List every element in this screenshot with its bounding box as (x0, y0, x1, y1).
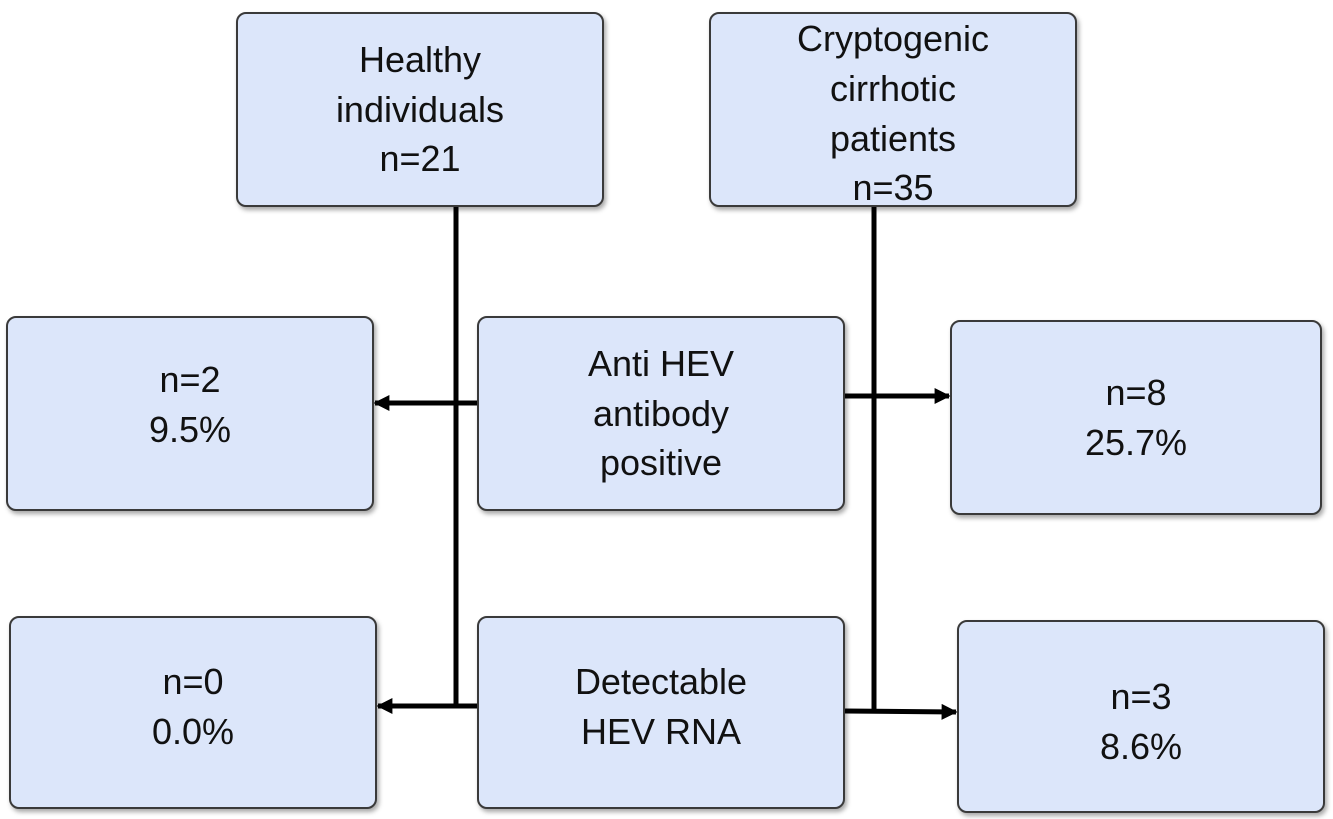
rna-healthy-percent: 0.0% (151, 710, 235, 752)
healthy-count: n=21 (379, 138, 461, 180)
antibody-cirrhotic-n: n=8 (1105, 371, 1167, 413)
rna-cirrhotic-percent: 8.6% (1099, 725, 1183, 767)
antibody-cirrhotic-result-box: n=8 25.7% (950, 320, 1322, 515)
cirrhotic-count: n=35 (852, 167, 934, 209)
rna-label-line-2: HEV RNA (580, 710, 742, 752)
antibody-label-line-3: positive (599, 442, 723, 484)
rna-test-box: Detectable HEV RNA (477, 616, 845, 809)
antibody-healthy-result-box: n=2 9.5% (6, 316, 374, 511)
antibody-healthy-percent: 9.5% (148, 408, 232, 450)
cirrhotic-patients-box: Cryptogenic cirrhotic patients n=35 (709, 12, 1077, 208)
rna-cirrhotic-arrow (844, 703, 958, 720)
antibody-label-line-1: Anti HEV (587, 342, 735, 384)
rna-healthy-result-box: n=0 0.0% (9, 616, 377, 809)
cirrhotic-label-line-3: patients (829, 117, 957, 159)
rna-healthy-n: n=0 (162, 660, 224, 702)
rna-cirrhotic-result-box: n=3 8.6% (957, 620, 1325, 813)
rna-label-line-1: Detectable (574, 660, 748, 702)
antibody-healthy-n: n=2 (159, 358, 221, 400)
antibody-cirrhotic-percent: 25.7% (1084, 421, 1188, 463)
antibody-test-box: Anti HEV antibody positive (477, 316, 845, 511)
healthy-label-line-2: individuals (335, 88, 505, 130)
antibody-label-line-2: antibody (592, 392, 730, 434)
healthy-label-line-1: Healthy (358, 38, 482, 80)
healthy-individuals-box: Healthy individuals n=21 (236, 12, 604, 207)
cirrhotic-label-line-2: cirrhotic (829, 67, 957, 109)
cirrhotic-label-line-1: Cryptogenic (796, 18, 990, 60)
rna-cirrhotic-n: n=3 (1110, 675, 1172, 717)
